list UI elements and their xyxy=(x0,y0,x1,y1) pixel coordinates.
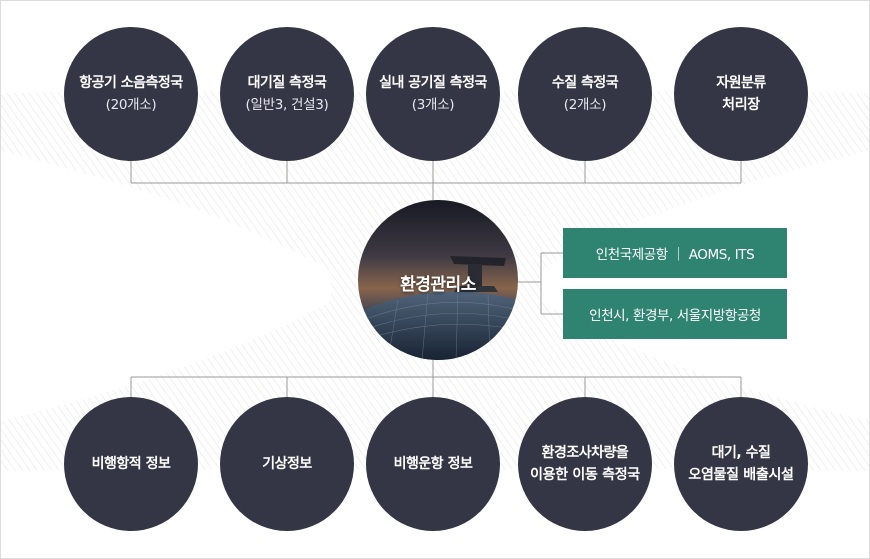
node-title: 대기질 측정국 xyxy=(247,75,327,91)
node-subtitle: (20개소) xyxy=(105,97,157,113)
node-flight-operation-info: 비행운항 정보 xyxy=(366,397,500,531)
node-subtitle: 처리장 xyxy=(722,97,760,113)
node-title: 대기, 수질 xyxy=(711,445,771,461)
node-title: 항공기 소음측정국 xyxy=(79,75,183,91)
node-weather-info: 기상정보 xyxy=(220,397,354,531)
node-subtitle: 오염물질 배출시설 xyxy=(688,467,794,483)
center-node-environment-office: 환경관리소 xyxy=(358,200,518,360)
node-title: 환경조사차량을 xyxy=(541,445,629,461)
node-subtitle: (3개소) xyxy=(411,97,455,113)
node-resource-sorting-facility: 자원분류 처리장 xyxy=(674,27,808,161)
node-title: 자원분류 xyxy=(716,75,766,91)
node-subtitle: (2개소) xyxy=(563,97,607,113)
tag-incheon-airport: 인천국제공항 ｜ AOMS, ITS xyxy=(563,228,787,278)
node-aircraft-noise-station: 항공기 소음측정국 (20개소) xyxy=(64,27,198,161)
node-subtitle: (일반3, 건설3) xyxy=(245,97,329,113)
center-title: 환경관리소 xyxy=(400,275,476,295)
node-emission-facilities: 대기, 수질 오염물질 배출시설 xyxy=(674,397,808,531)
node-air-quality-station: 대기질 측정국 (일반3, 건설3) xyxy=(220,27,354,161)
node-flight-track-info: 비행항적 정보 xyxy=(64,397,198,531)
node-water-quality-station: 수질 측정국 (2개소) xyxy=(518,27,652,161)
node-indoor-air-station: 실내 공기질 측정국 (3개소) xyxy=(366,27,500,161)
tag-label: 인천국제공항 ｜ AOMS, ITS xyxy=(595,247,755,263)
node-subtitle: 이용한 이동 측정국 xyxy=(530,467,640,483)
tag-government-agencies: 인천시, 환경부, 서울지방항공청 xyxy=(563,289,787,339)
node-title: 비행운항 정보 xyxy=(393,456,473,472)
airport-photo xyxy=(358,200,518,360)
node-mobile-station: 환경조사차량을 이용한 이동 측정국 xyxy=(518,397,652,531)
node-title: 실내 공기질 측정국 xyxy=(379,75,487,91)
node-title: 기상정보 xyxy=(262,456,312,472)
node-title: 비행항적 정보 xyxy=(91,456,171,472)
tag-label: 인천시, 환경부, 서울지방항공청 xyxy=(589,308,761,324)
node-title: 수질 측정국 xyxy=(551,75,619,91)
